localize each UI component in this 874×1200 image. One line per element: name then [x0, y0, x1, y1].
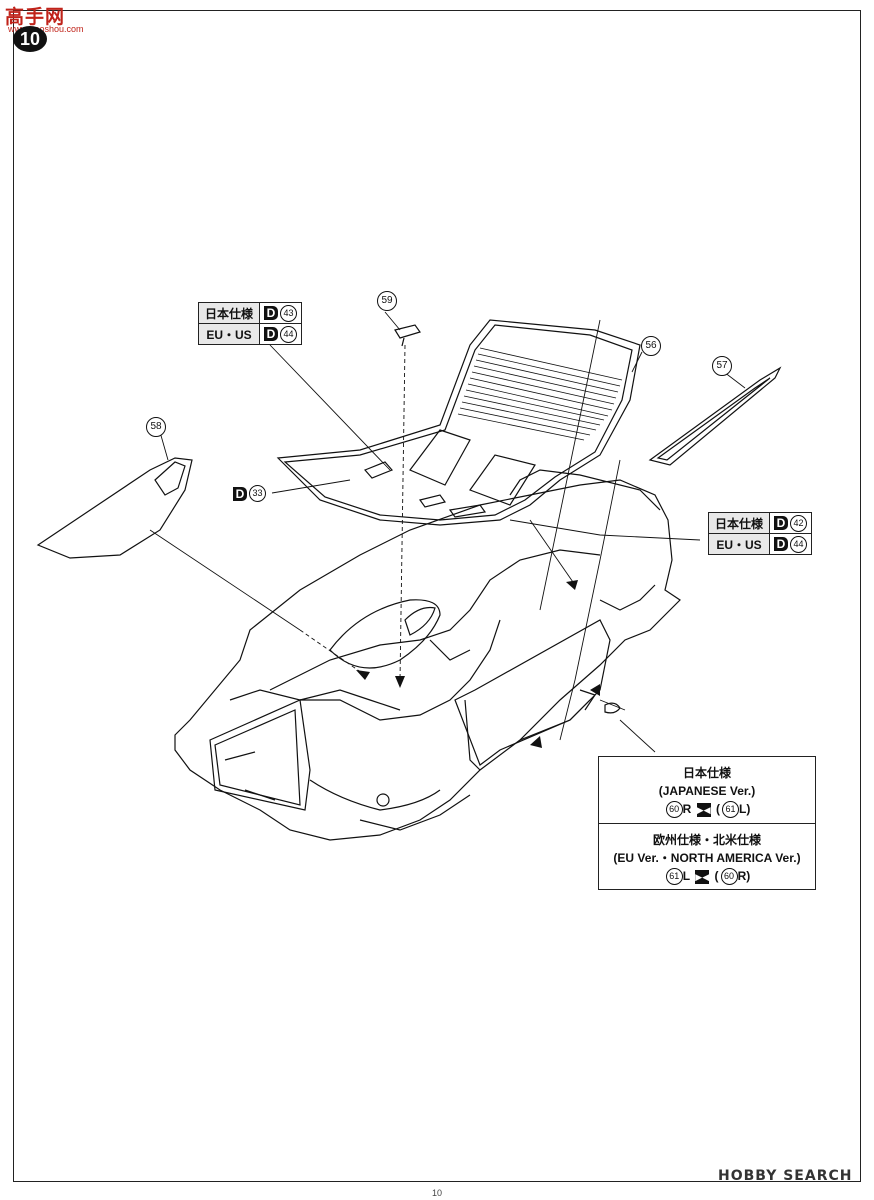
part-number: 61	[665, 868, 683, 886]
part-label-56: 56	[641, 336, 661, 356]
part-number: 44	[790, 535, 808, 553]
version-subtitle: (EU Ver.・NORTH AMERICA Ver.)	[613, 851, 801, 865]
spec-label: 日本仕様	[707, 512, 771, 534]
watermark-url: www.gaoshou.com	[8, 24, 84, 34]
part-number: 60	[720, 868, 738, 886]
part-number: 33	[249, 485, 266, 502]
d-code-icon: D	[233, 486, 247, 501]
d-code-icon: D	[264, 306, 279, 320]
part-number: 44	[280, 325, 298, 343]
version-title: 日本仕様	[682, 766, 731, 780]
side-label: R	[682, 802, 692, 816]
step-number: 10	[13, 26, 47, 52]
side-label: R)	[737, 869, 751, 883]
mirror-swap-icon: ▶◀	[696, 802, 711, 817]
watermark-logo: 高手网	[5, 6, 66, 28]
part-number: 43	[280, 304, 298, 322]
part-number: 60	[665, 801, 683, 819]
spec-label: EU・US	[707, 533, 771, 555]
version-eu-na: 欧州仕様・北米仕様 (EU Ver.・NORTH AMERICA Ver.) 6…	[599, 823, 815, 889]
d-code-icon: D	[774, 516, 789, 530]
page-frame	[13, 10, 861, 1182]
spec-label: 日本仕様	[197, 302, 261, 324]
version-subtitle: (JAPANESE Ver.)	[658, 784, 756, 798]
source-watermark: HOBBY SEARCH	[718, 1168, 853, 1184]
part-number: 42	[790, 514, 808, 532]
mirror-swap-icon: ▶◀	[695, 869, 710, 884]
side-label: L	[682, 869, 690, 883]
side-label: L)	[739, 802, 751, 816]
d-code-icon: D	[264, 327, 279, 341]
d-code-icon: D	[774, 537, 789, 551]
page-number: 10	[432, 1188, 443, 1198]
part-label-59: 59	[377, 291, 397, 311]
part-number: 61	[722, 801, 740, 819]
part-label-58: 58	[146, 417, 166, 437]
version-title: 欧州仕様・北米仕様	[652, 833, 761, 847]
spec-label: EU・US	[197, 323, 261, 345]
part-label-57: 57	[712, 356, 732, 376]
